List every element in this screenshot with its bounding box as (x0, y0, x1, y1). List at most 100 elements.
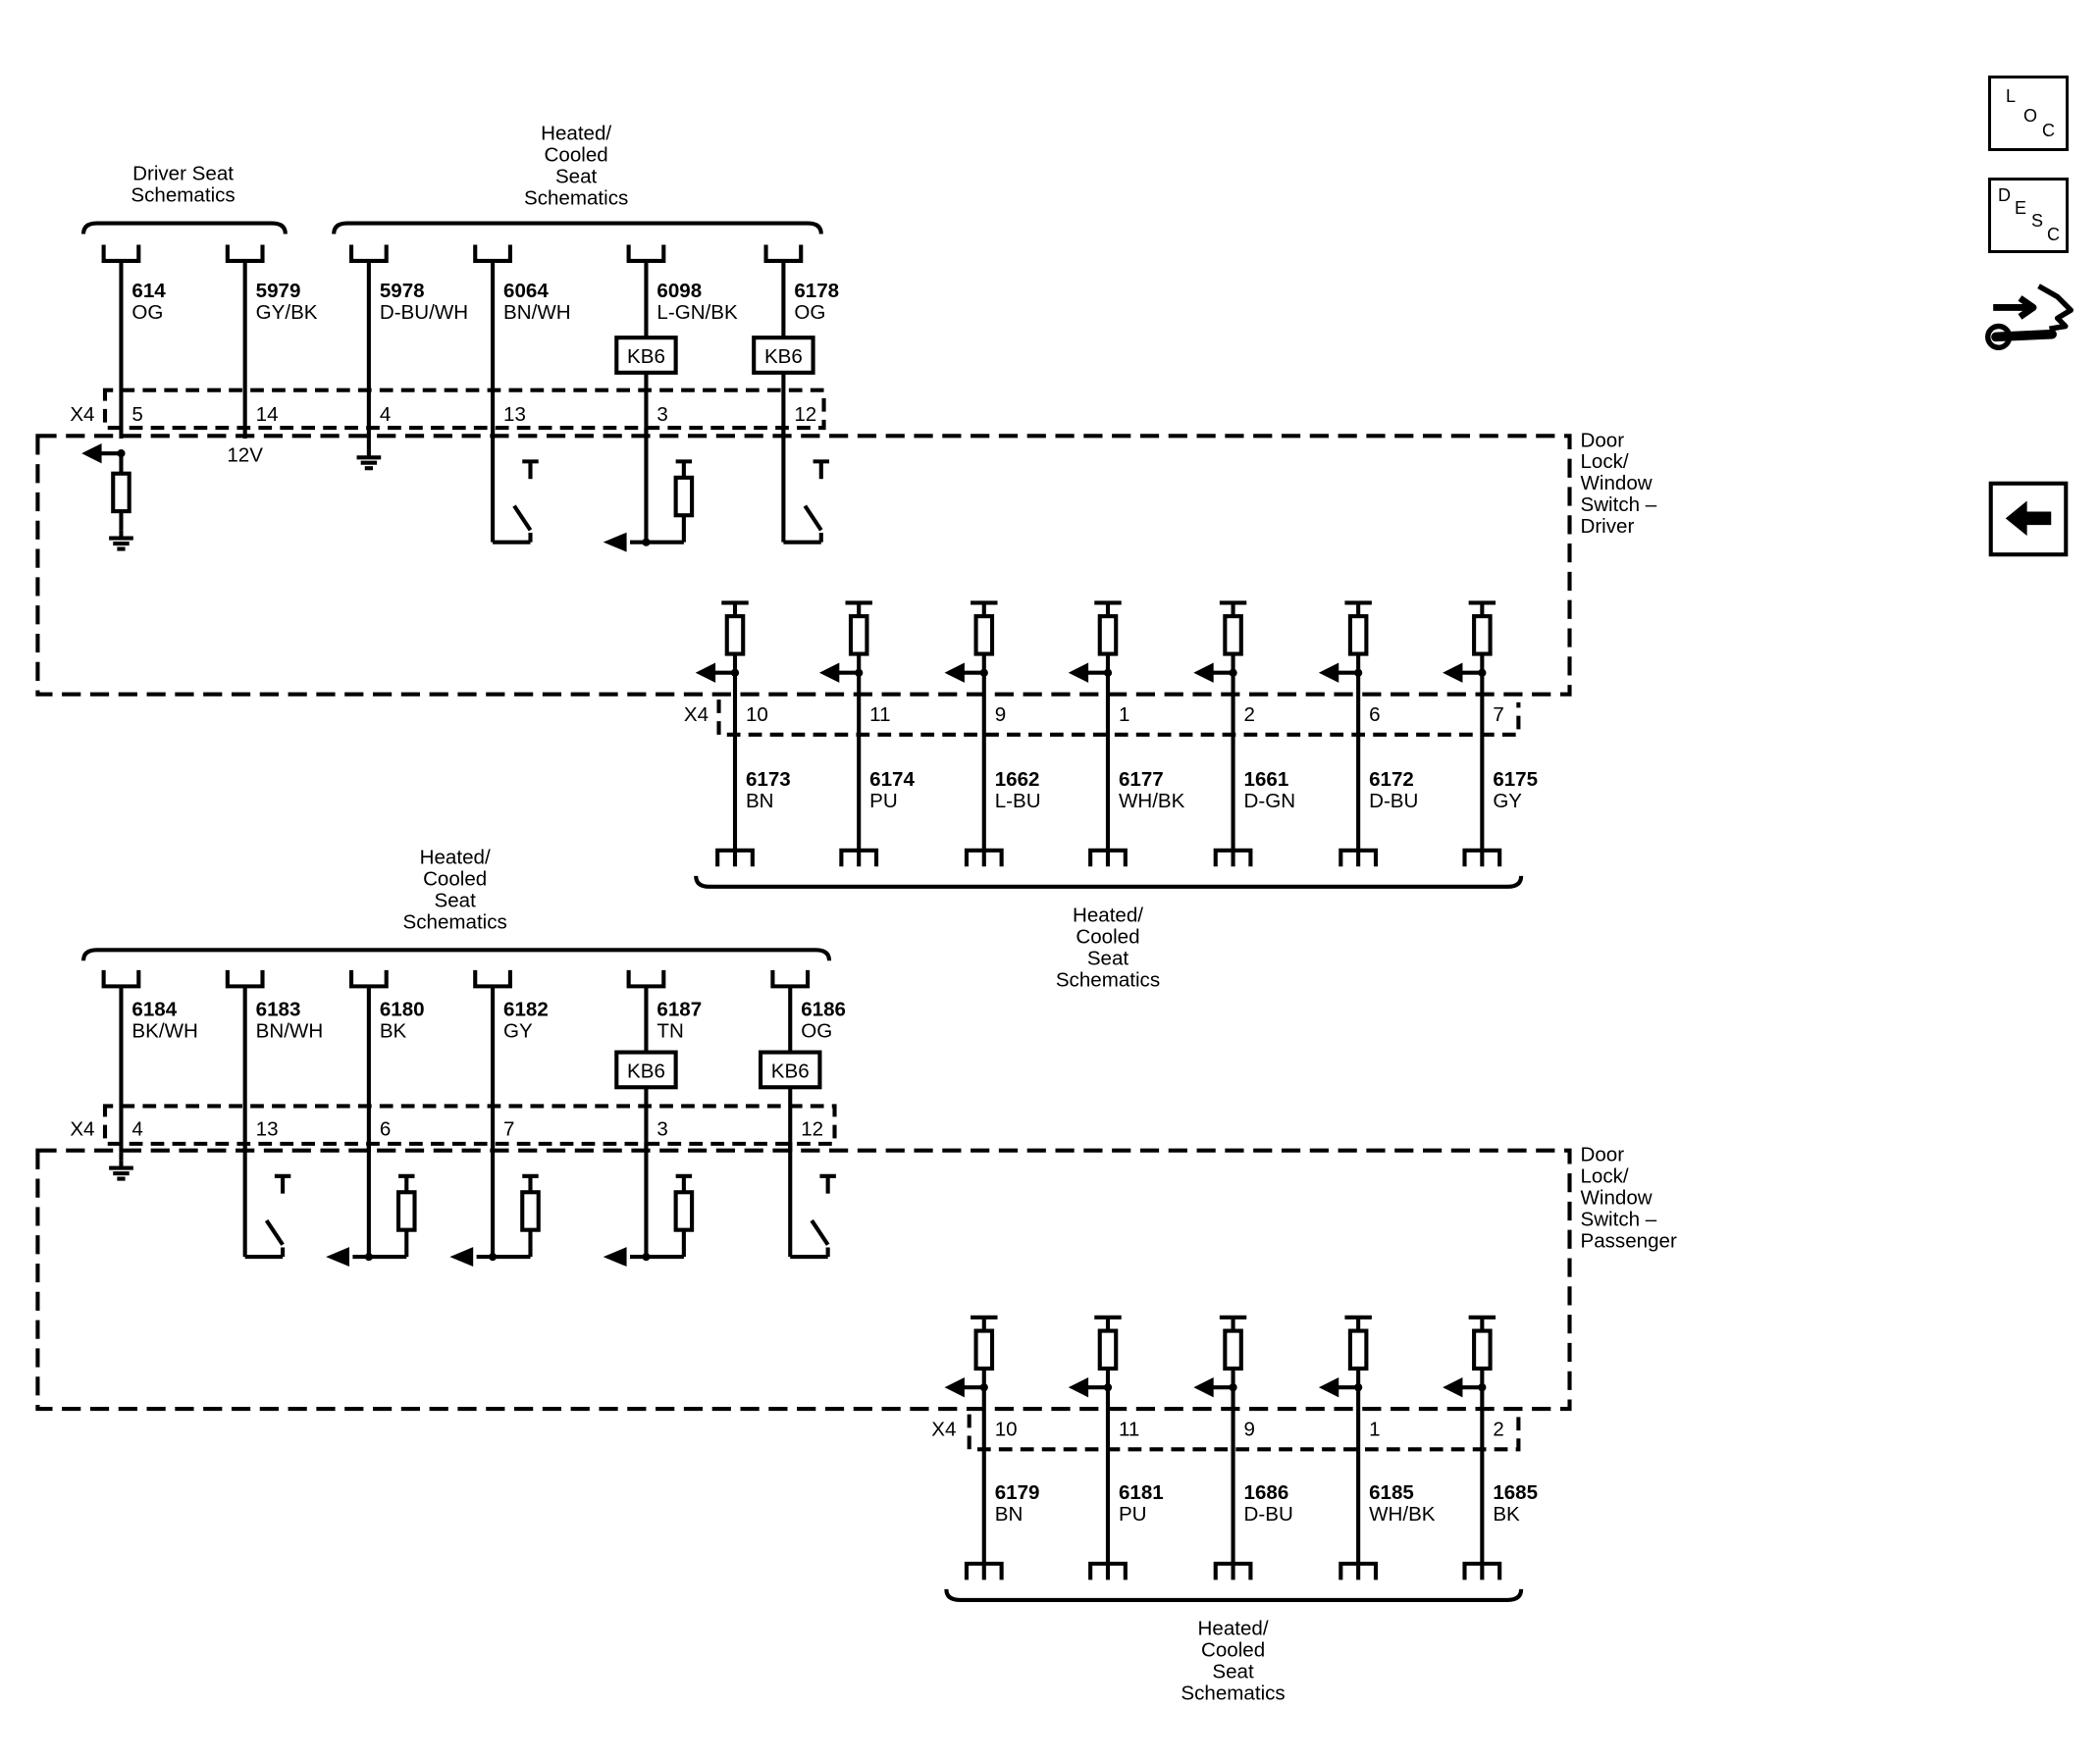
pin-number: 5 (131, 403, 142, 426)
connector-end-view-icon[interactable] (1985, 270, 2074, 368)
terminal-bottom (715, 848, 755, 867)
wire-color: L-BU (995, 790, 1041, 812)
wire-color: WH/BK (1369, 1503, 1436, 1526)
loc-button[interactable]: L O C (1988, 76, 2069, 151)
connector-id-x4: X4 (684, 703, 709, 726)
resistor-symbol (1097, 614, 1119, 656)
pin-number: 11 (869, 703, 890, 726)
heated-cooled-schematics-line: Seat (435, 889, 477, 911)
component-label-passenger-line: Lock/ (1580, 1165, 1628, 1188)
input-arrow (603, 1247, 627, 1268)
terminal-top (101, 969, 141, 989)
wire-color: OG (131, 301, 163, 324)
resistor-symbol (1097, 1328, 1119, 1372)
connector-box (716, 699, 1521, 737)
wire-color: BK (380, 1020, 407, 1043)
input-arrow (1318, 1376, 1339, 1398)
input-arrow (818, 662, 840, 683)
resistor-symbol (973, 614, 995, 656)
wire-color: L-GN/BK (656, 301, 738, 324)
pin-number: 10 (995, 1419, 1018, 1441)
circuit-number: 6174 (869, 768, 915, 791)
pin-number: 7 (503, 1118, 514, 1141)
circuit-number: 6185 (1369, 1481, 1414, 1504)
component-label-driver-line: Door (1580, 429, 1624, 451)
wire-color: BN (746, 790, 774, 812)
kb6-option-label: KB6 (627, 345, 665, 368)
terminal-bottom (1462, 1561, 1502, 1580)
heated-cooled-schematics-line: Heated/ (420, 847, 491, 869)
terminal-top (473, 244, 512, 264)
pin-number: 4 (380, 403, 391, 426)
pin-number: 2 (1493, 1419, 1503, 1441)
terminal-top (348, 244, 389, 264)
terminal-bottom (1213, 848, 1253, 867)
bracket-heated-cooled-bottom (944, 1588, 1524, 1602)
terminal-bottom (964, 848, 1004, 867)
pin-number: 1 (1119, 703, 1129, 726)
circuit-number: 1661 (1244, 768, 1289, 791)
pin-number: 3 (656, 403, 667, 426)
wire-color: BN/WH (256, 1020, 324, 1043)
input-arrow (695, 662, 716, 683)
desc-letter-s: S (2031, 211, 2044, 231)
pin-number: 11 (1119, 1419, 1139, 1441)
input-arrow (1193, 1376, 1214, 1398)
heated-cooled-schematics-line: Cooled (545, 143, 608, 166)
pin-number: 7 (1493, 703, 1503, 726)
input-arrow (1318, 662, 1339, 683)
pin-number: 14 (256, 403, 279, 426)
wire-color: PU (869, 790, 898, 812)
resistor-symbol (520, 1190, 541, 1232)
desc-letter-c: C (2047, 225, 2060, 244)
terminal-top (626, 969, 666, 989)
heated-cooled-schematics-line: Heated/ (1073, 905, 1143, 927)
connector-box (967, 1414, 1521, 1452)
resistor-symbol (1223, 614, 1243, 656)
pin-number: 13 (256, 1118, 279, 1141)
terminal-top (101, 244, 141, 264)
heated-cooled-schematics-line: Heated/ (541, 123, 611, 145)
switch-symbol (803, 504, 823, 532)
resistor-symbol (673, 475, 695, 518)
switch-symbol (810, 1218, 830, 1246)
switch-symbol (512, 504, 533, 532)
circuit-number: 1662 (995, 768, 1040, 791)
resistor-symbol (1472, 614, 1493, 656)
pin-number: 6 (380, 1118, 391, 1141)
input-arrow (1443, 1376, 1463, 1398)
resistor-symbol (724, 614, 746, 656)
component-outline-passenger (35, 1148, 1572, 1412)
wire-color: PU (1119, 1503, 1147, 1526)
circuit-number: 614 (131, 280, 166, 302)
component-label-driver-line: Switch – (1580, 493, 1656, 516)
terminal-bottom (1088, 1561, 1128, 1580)
component-label-driver-line: Lock/ (1580, 450, 1628, 473)
wire-color: TN (656, 1020, 683, 1043)
terminal-top (770, 969, 811, 989)
resistor-symbol (1347, 1328, 1369, 1372)
terminal-top (626, 244, 666, 264)
terminal-bottom (1213, 1561, 1253, 1580)
circuit-number: 1686 (1244, 1481, 1289, 1504)
circuit-number: 6187 (656, 999, 702, 1021)
heated-cooled-schematics-line: Cooled (423, 867, 487, 890)
desc-button[interactable]: D E S C (1988, 178, 2069, 253)
bracket-heated-cooled-top (80, 948, 832, 961)
input-arrow (1068, 662, 1089, 683)
wire-color: WH/BK (1119, 790, 1185, 812)
heated-cooled-schematics-line: Cooled (1201, 1639, 1265, 1662)
wire-color: BN/WH (503, 301, 571, 324)
back-arrow-button[interactable] (1988, 481, 2069, 557)
pin-number: 12 (794, 403, 816, 426)
heated-cooled-schematics-line: Schematics (403, 910, 507, 933)
resistor-symbol (395, 1190, 417, 1232)
terminal-top (763, 244, 804, 264)
heated-cooled-schematics-line: Schematics (524, 186, 628, 209)
resistor-symbol (848, 614, 869, 656)
kb6-option-label: KB6 (771, 1061, 810, 1083)
circuit-number: 6098 (656, 280, 702, 302)
terminal-top (348, 969, 389, 989)
circuit-number: 5979 (256, 280, 301, 302)
driver-seat-schematics-line: Driver Seat (132, 163, 234, 185)
